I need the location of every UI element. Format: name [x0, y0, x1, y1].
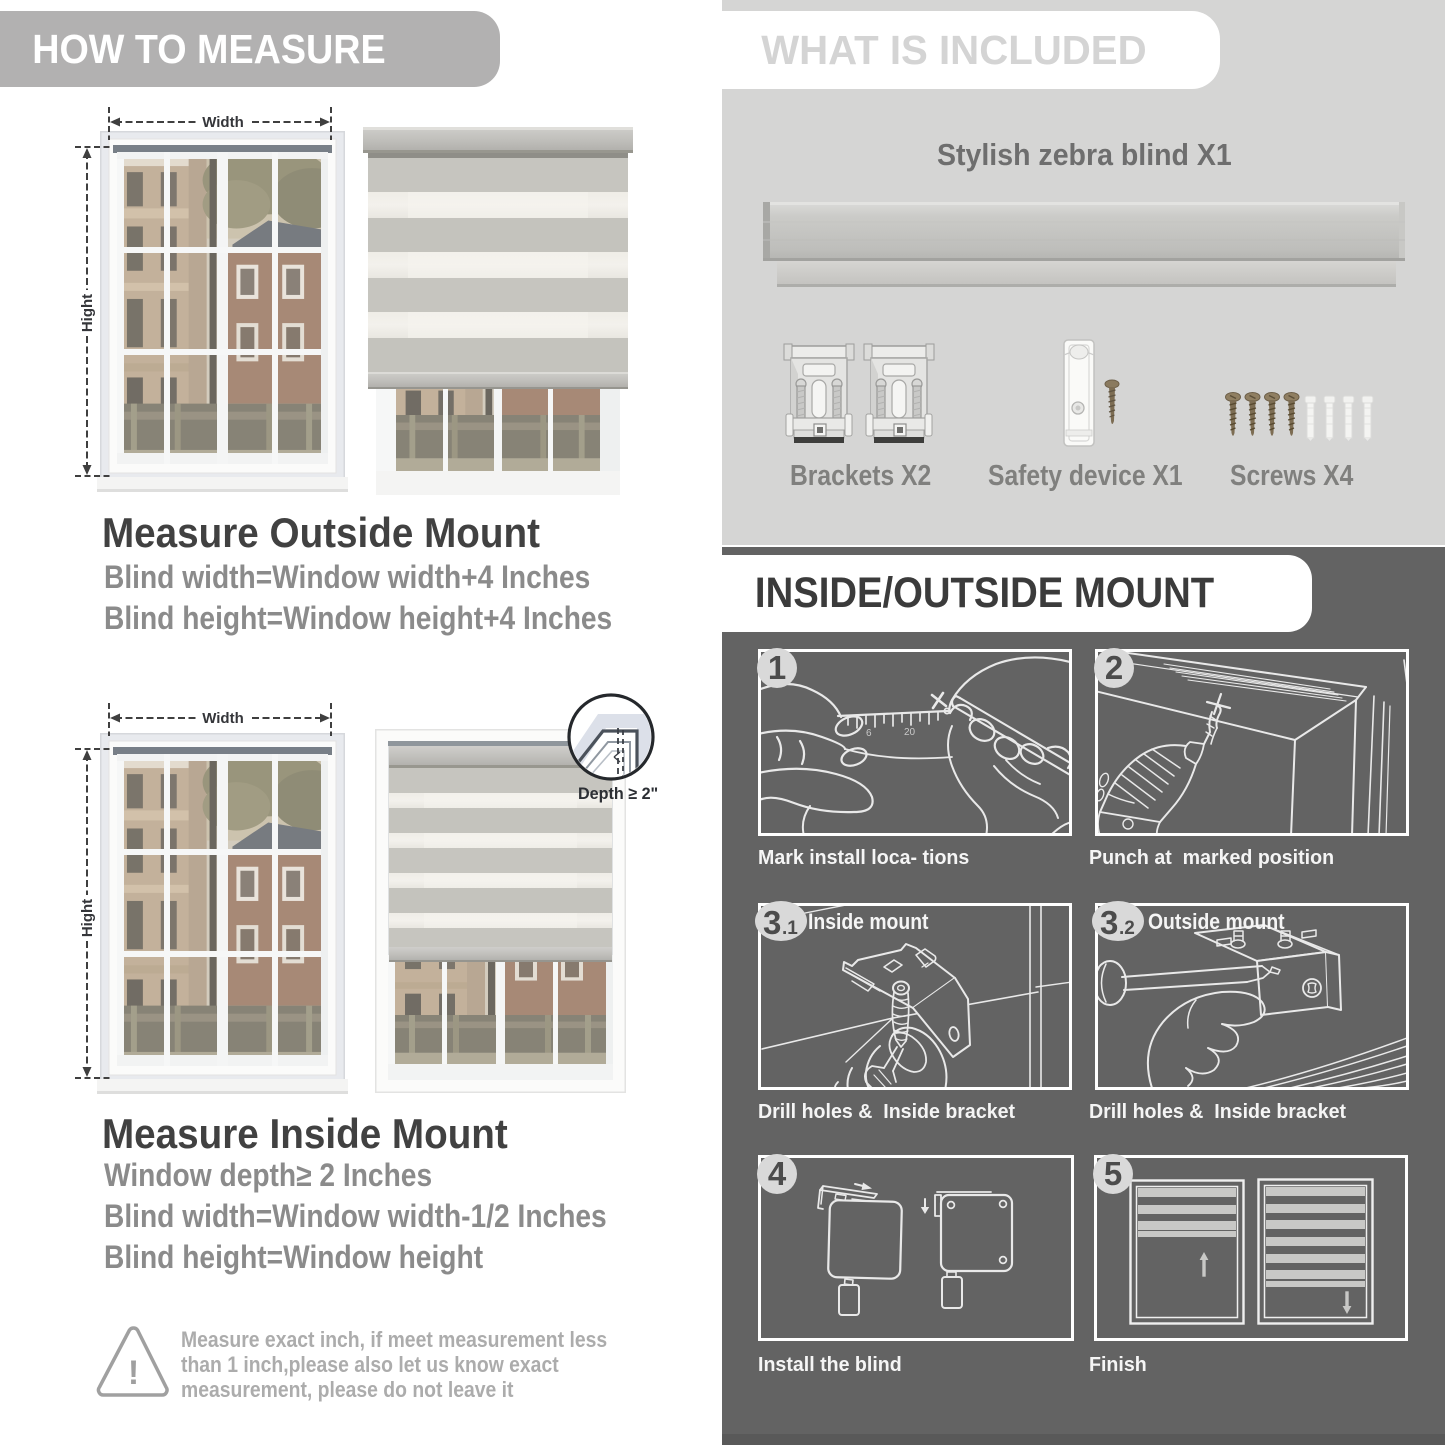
svg-text:Depth ≥ 2": Depth ≥ 2" [578, 784, 658, 803]
svg-text:Width: Width [202, 710, 244, 727]
svg-text:Hight: Hight [79, 899, 96, 937]
svg-text:1: 1 [768, 649, 786, 686]
svg-text:.1: .1 [782, 918, 798, 939]
svg-text:3: 3 [1100, 904, 1118, 941]
svg-text:6: 6 [866, 728, 872, 739]
svg-text:20: 20 [904, 727, 916, 738]
svg-text:.2: .2 [1119, 918, 1135, 939]
svg-text:5: 5 [1104, 1155, 1122, 1192]
svg-text:!: ! [128, 1354, 139, 1392]
svg-text:Hight: Hight [79, 294, 96, 332]
svg-text:2: 2 [1105, 649, 1123, 686]
svg-text:4: 4 [768, 1155, 787, 1192]
svg-text:Width: Width [202, 114, 244, 131]
svg-text:3: 3 [763, 904, 781, 941]
